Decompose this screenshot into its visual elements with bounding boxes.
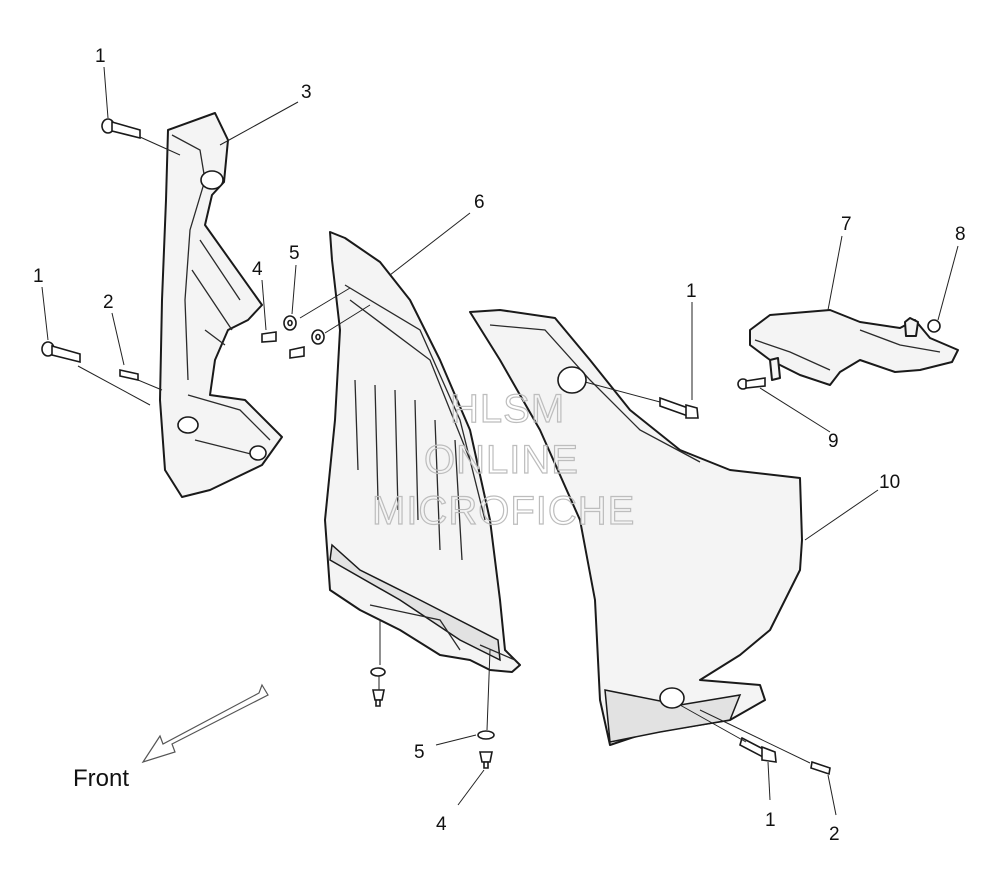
screw-2-lower — [810, 760, 831, 776]
heat-shield-part — [749, 309, 959, 386]
watermark-line-2: ONLINE — [424, 438, 579, 482]
callout-9: 9 — [828, 431, 839, 452]
callout-6: 6 — [474, 192, 485, 213]
center-shroud-part — [324, 231, 521, 673]
right-fender-part — [469, 309, 803, 746]
screw-4-upper — [261, 331, 277, 343]
callout-1-top: 1 — [95, 46, 106, 67]
left-bracket-part — [159, 112, 283, 498]
callout-1-mid: 1 — [686, 281, 697, 302]
bolt-1-lower — [739, 736, 777, 763]
callout-5-upper: 5 — [289, 243, 300, 264]
callout-3: 3 — [301, 82, 312, 103]
callout-10: 10 — [879, 472, 900, 493]
screw-upper-mid — [289, 346, 305, 359]
watermark-line-1: HLSM — [450, 387, 565, 431]
callout-1-left: 1 — [33, 266, 44, 287]
bolt-1-mid — [659, 396, 699, 419]
screw-lower-left — [372, 689, 385, 707]
callout-1-lower: 1 — [765, 810, 776, 831]
callout-5-lower: 5 — [414, 742, 425, 763]
screw-4-lower — [479, 751, 493, 769]
front-arrow-icon — [141, 683, 269, 764]
washer-5-lower — [477, 730, 495, 740]
callout-4-upper: 4 — [252, 259, 263, 280]
callout-4-lower: 4 — [436, 814, 447, 835]
watermark-line-3: MICROFICHE — [372, 489, 635, 533]
callout-7: 7 — [841, 214, 852, 235]
front-direction-indicator: Front — [73, 683, 269, 792]
bolt-9 — [737, 377, 766, 390]
nut-8 — [927, 319, 941, 333]
screw-2-left — [119, 369, 139, 381]
callout-labels: 1 3 1 2 4 5 6 7 8 1 9 10 5 4 1 2 — [33, 46, 966, 845]
callout-8: 8 — [955, 224, 966, 245]
bolt-1-top — [101, 118, 141, 140]
washer-upper-mid — [311, 329, 325, 345]
callout-2-lower: 2 — [829, 824, 840, 845]
front-label: Front — [73, 765, 129, 792]
washer-lower-left — [370, 667, 386, 677]
fasteners — [41, 118, 941, 776]
washer-5-upper — [283, 315, 297, 331]
bolt-1-left — [41, 341, 81, 364]
leader-lines — [41, 66, 959, 816]
callout-2-left: 2 — [103, 292, 114, 313]
watermark: HLSM ONLINE MICROFICHE — [371, 386, 635, 533]
